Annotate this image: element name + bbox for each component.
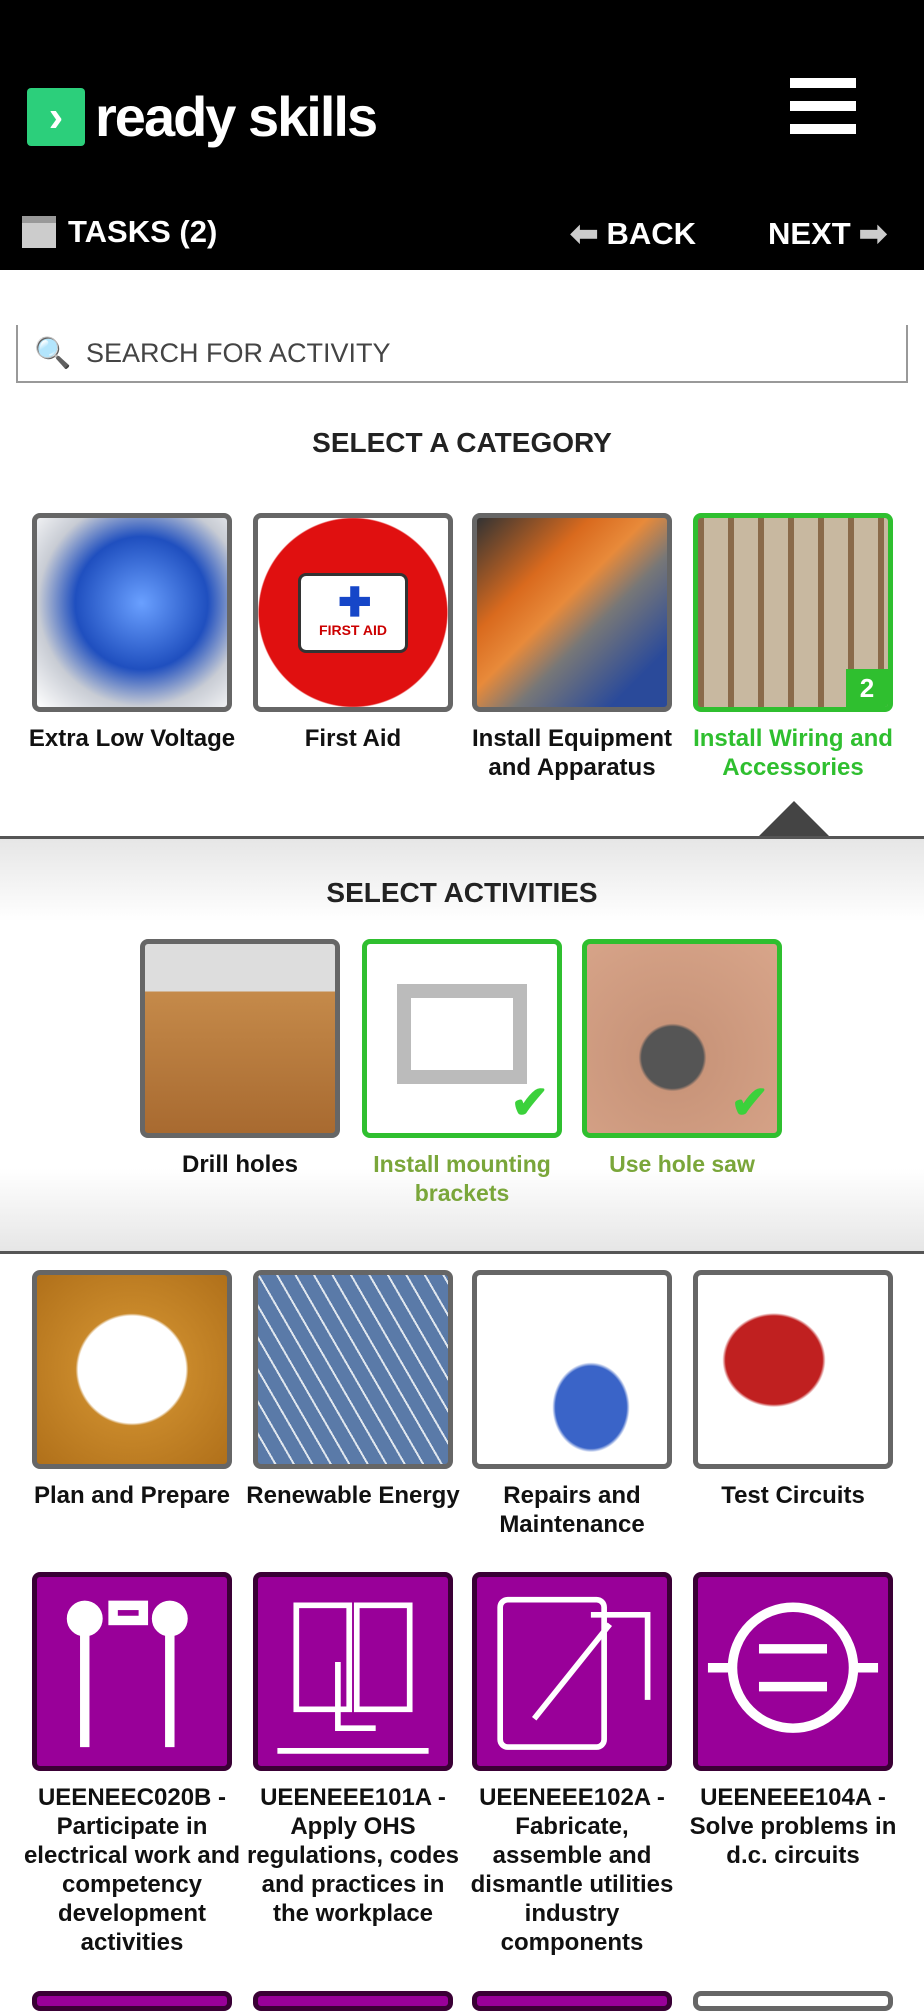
tile-partial[interactable]	[693, 1991, 893, 2011]
selected-pointer	[758, 801, 830, 837]
category-test-circuits[interactable]: Test Circuits	[693, 1270, 893, 1510]
unit-tile-partial[interactable]	[472, 1991, 672, 2011]
category-label: First Aid	[304, 725, 402, 752]
people-talking-icon	[32, 1572, 232, 1771]
category-first-aid[interactable]: FIRST AID ✚ First Aid	[253, 513, 453, 753]
category-label: Repairs and Maintenance	[499, 1482, 645, 1538]
category-label: Renewable Energy	[246, 1482, 460, 1509]
checkmark-icon: ✔	[510, 1076, 549, 1128]
circuit-soldering-icon	[472, 1572, 672, 1771]
tasks-label: TASKS (2)	[68, 214, 218, 249]
first-aid-image-text: FIRST AID	[298, 573, 408, 653]
lamp-image	[32, 513, 232, 712]
activity-drill-holes[interactable]: Drill holes	[140, 939, 340, 1179]
drill-holes-image	[140, 939, 340, 1138]
activity-use-hole-saw[interactable]: ✔ Use hole saw	[582, 939, 782, 1179]
category-renewable-energy[interactable]: Renewable Energy	[246, 1270, 460, 1510]
category-repairs-and-maintenance[interactable]: Repairs and Maintenance	[472, 1270, 672, 1539]
search-icon: 🔍	[34, 336, 72, 370]
clipboard-image	[32, 1270, 232, 1469]
multimeter-image	[693, 1270, 893, 1469]
category-label: Test Circuits	[721, 1482, 865, 1509]
category-extra-low-voltage[interactable]: Extra Low Voltage	[29, 513, 235, 753]
search-bar: 🔍	[16, 325, 908, 383]
unit-label: UEENEEC020B - Participate in electrical …	[23, 1784, 241, 1956]
select-activities-heading: SELECT ACTIVITIES	[326, 877, 598, 908]
soldering-station-image	[472, 1270, 672, 1469]
logo-chevron-icon: ›	[27, 87, 85, 146]
category-label: Install Wiring and Accessories	[693, 725, 893, 781]
unit-ueeneee102a[interactable]: UEENEEE102A - Fabricate, assemble and di…	[471, 1572, 673, 1957]
search-input[interactable]	[86, 337, 886, 369]
activity-install-mounting-brackets[interactable]: ✔ Install mounting brackets	[362, 939, 562, 1208]
ready-skills-logo[interactable]: › ready skills	[27, 84, 378, 149]
tasks-button[interactable]: TASKS (2)	[22, 214, 217, 250]
activity-label: Install mounting brackets	[373, 1151, 551, 1206]
unit-label: UEENEEE101A - Apply OHS regulations, cod…	[246, 1784, 460, 1927]
logo-text: ready skills	[95, 85, 378, 148]
activity-label: Drill holes	[181, 1151, 299, 1178]
checkmark-icon: ✔	[730, 1076, 769, 1128]
unit-ueeneec020b[interactable]: UEENEEC020B - Participate in electrical …	[24, 1572, 240, 1957]
unit-tile-partial[interactable]	[253, 1991, 453, 2011]
unit-ueeneee101a[interactable]: UEENEEE101A - Apply OHS regulations, cod…	[247, 1572, 459, 1928]
category-plan-and-prepare[interactable]: Plan and Prepare	[32, 1270, 232, 1510]
cross-icon: ✚	[338, 581, 372, 625]
category-label: Extra Low Voltage	[28, 725, 236, 752]
hamburger-menu-icon[interactable]	[790, 78, 856, 134]
wiring-image: 2	[693, 513, 893, 712]
category-label: Plan and Prepare	[33, 1482, 231, 1509]
unit-ueeneee104a[interactable]: UEENEEE104A - Solve problems in d.c. cir…	[690, 1572, 896, 1870]
category-install-wiring[interactable]: 2 Install Wiring and Accessories	[693, 513, 893, 782]
dc-source-icon	[693, 1572, 893, 1771]
calendar-icon	[22, 216, 56, 248]
arrow-left-icon: ⬅	[570, 215, 599, 253]
app-header: › ready skills TASKS (2) ⬅ BACK NEXT ➡	[0, 0, 924, 270]
next-button[interactable]: NEXT ➡	[768, 214, 887, 254]
category-install-equipment[interactable]: Install Equipment and Apparatus	[472, 513, 672, 782]
back-label: BACK	[606, 216, 697, 251]
hole-saw-image: ✔	[582, 939, 782, 1138]
unit-tile-partial[interactable]	[32, 1991, 232, 2011]
equipment-image	[472, 513, 672, 712]
unit-label: UEENEEE104A - Solve problems in d.c. cir…	[689, 1784, 897, 1869]
category-label: Install Equipment and Apparatus	[471, 725, 672, 781]
task-count-badge: 2	[846, 669, 888, 707]
solar-panel-image	[253, 1270, 453, 1469]
activity-label: Use hole saw	[609, 1151, 755, 1177]
bracket-image: ✔	[362, 939, 562, 1138]
back-button[interactable]: ⬅ BACK	[570, 214, 696, 254]
unit-label: UEENEEE102A - Fabricate, assemble and di…	[470, 1784, 674, 1956]
select-category-heading: SELECT A CATEGORY	[312, 427, 612, 458]
book-hand-icon	[253, 1572, 453, 1771]
next-label: NEXT	[768, 216, 851, 251]
arrow-right-icon: ➡	[858, 215, 888, 253]
first-aid-kit-image: FIRST AID ✚	[253, 513, 453, 712]
